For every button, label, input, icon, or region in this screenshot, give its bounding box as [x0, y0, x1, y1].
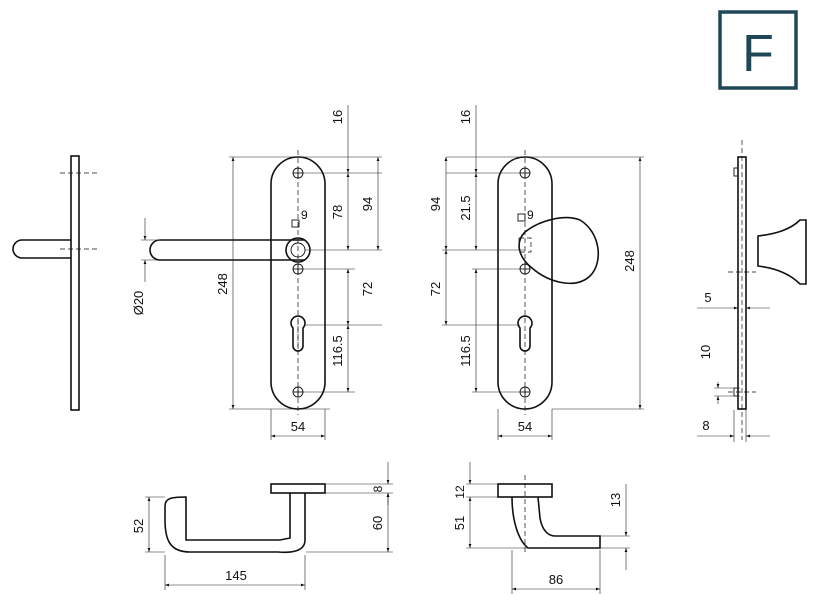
- dim-248-knob: 248: [622, 250, 637, 272]
- dim-52-top: 52: [131, 519, 146, 533]
- dim-5-side: 5: [704, 290, 711, 305]
- dim-21-5-knob: 21.5: [458, 195, 473, 220]
- dim-9-lever: 9: [301, 208, 308, 222]
- knob-top-view: 12 51 13 86: [452, 462, 630, 594]
- dim-72-lever: 72: [360, 282, 375, 296]
- logo-letter: F: [742, 25, 774, 83]
- knob-side-view: 5 10 8: [697, 140, 807, 442]
- knob-front-view: [497, 150, 599, 415]
- dim-116-knob: 116.5: [458, 335, 473, 367]
- dim-54-knob: 54: [518, 419, 532, 434]
- dim-60-top: 60: [370, 516, 385, 530]
- dim-8-top: 8: [371, 485, 385, 492]
- dim-16-lever: 16: [330, 110, 345, 124]
- lever-dimensions: 248 16 78 94 72 116.5 9 Ø20 54: [131, 105, 382, 440]
- lever-front-view: [149, 150, 326, 415]
- dim-51-knob-top: 51: [452, 516, 467, 530]
- dim-94-knob: 94: [428, 197, 443, 211]
- dim-16-knob: 16: [458, 110, 473, 124]
- dim-94-lever: 94: [360, 197, 375, 211]
- dim-116-lever: 116.5: [330, 335, 345, 367]
- dim-9-knob: 9: [527, 208, 534, 222]
- dim-248-lever: 248: [215, 273, 230, 295]
- dim-10-side: 10: [698, 345, 713, 359]
- dim-78-lever: 78: [330, 205, 345, 219]
- lever-side-view: [12, 155, 100, 411]
- dim-8-side: 8: [702, 418, 709, 433]
- dim-86-knob-top: 86: [549, 572, 563, 587]
- brand-logo: F: [718, 10, 798, 90]
- dim-diameter-20: Ø20: [131, 291, 146, 316]
- dim-54-lever: 54: [291, 419, 305, 434]
- dim-145-top: 145: [225, 568, 247, 583]
- lever-top-view: 52 145 8 60: [131, 462, 393, 590]
- knob-dimensions: 248 16 21.5 94 72 116.5 9 54: [428, 105, 644, 440]
- dim-12-knob-top: 12: [453, 485, 467, 499]
- dim-72-knob: 72: [428, 282, 443, 296]
- dim-13-knob-top: 13: [608, 493, 623, 507]
